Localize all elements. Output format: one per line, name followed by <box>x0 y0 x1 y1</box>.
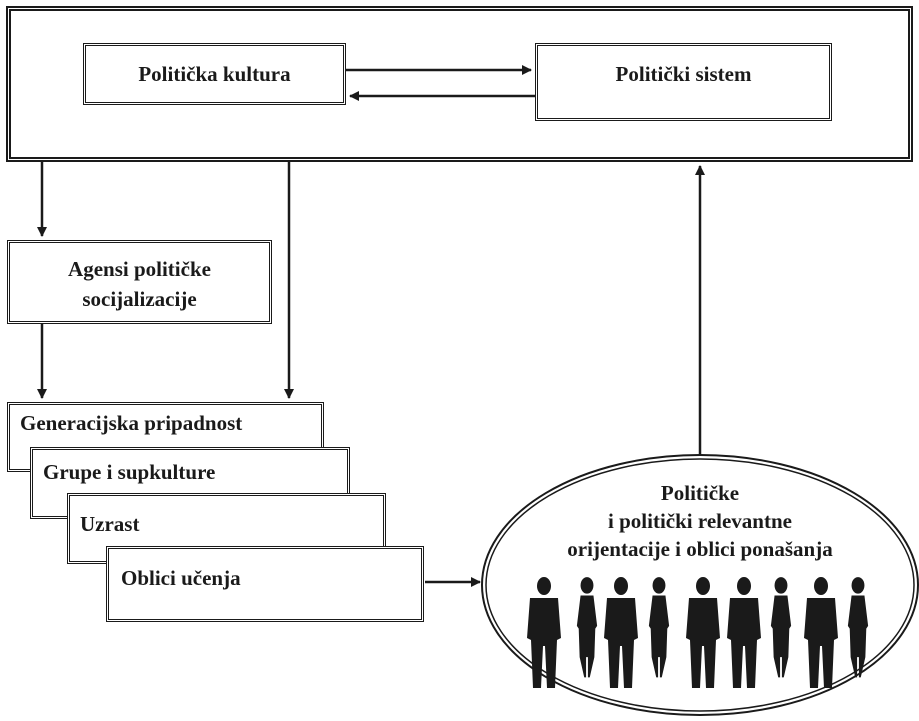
factor-label-groups: Grupe i supkulture <box>43 460 216 484</box>
orientations-label-line1: Političke <box>661 481 739 505</box>
agents-box: Agensi političke socijalizacije <box>7 240 272 324</box>
person-silhouette <box>804 577 838 688</box>
factor-card-learning: Oblici učenja <box>106 546 424 622</box>
political-culture-label: Politička kultura <box>138 62 291 86</box>
orientations-label-line2: i politički relevantne <box>608 509 792 533</box>
person-silhouette <box>527 577 561 688</box>
person-silhouette <box>576 577 598 678</box>
political-culture-box: Politička kultura <box>83 43 346 105</box>
political-system-box: Politički sistem <box>535 43 832 121</box>
political-system-label: Politički sistem <box>615 62 752 86</box>
factor-label-learning: Oblici učenja <box>121 566 241 590</box>
factor-label-generation: Generacijska pripadnost <box>20 411 243 435</box>
agents-label-line1: Agensi političke <box>68 257 211 281</box>
person-silhouette <box>604 577 638 688</box>
person-silhouette <box>648 577 670 678</box>
orientations-label-line3: orijentacije i oblici ponašanja <box>567 537 833 561</box>
factor-label-age: Uzrast <box>80 512 140 536</box>
people-silhouettes-icon <box>527 577 869 688</box>
agents-label-line2: socijalizacije <box>82 287 197 311</box>
person-silhouette <box>770 577 792 678</box>
person-silhouette <box>686 577 720 688</box>
person-silhouette <box>727 577 761 688</box>
person-silhouette <box>847 577 869 678</box>
